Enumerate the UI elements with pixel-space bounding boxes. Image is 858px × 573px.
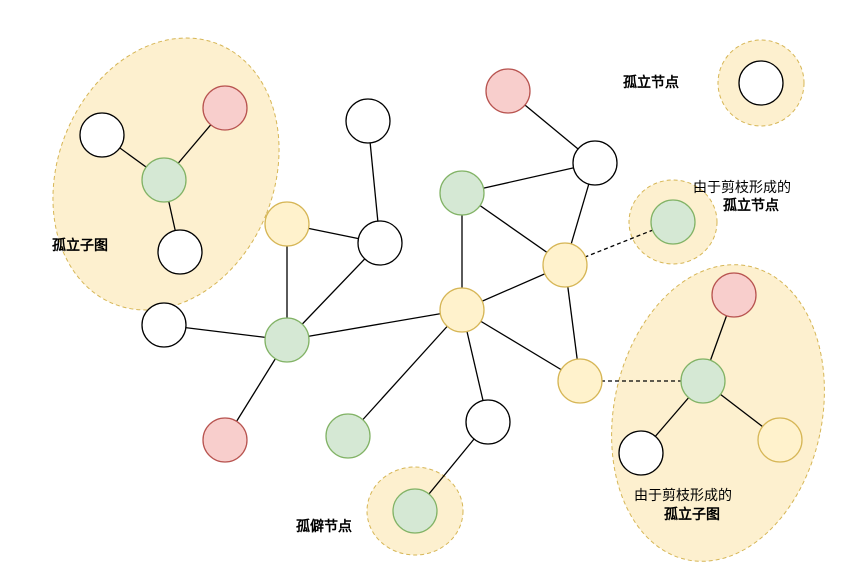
node-white-n8 — [141, 302, 187, 348]
node-green-n3 — [141, 157, 187, 203]
node-white-n12 — [572, 140, 618, 186]
node-green-n16 — [325, 413, 371, 459]
label-isolated-node: 孤立节点 — [623, 74, 679, 91]
label-pruned-node-line1: 由于剪枝形成的 — [693, 180, 791, 196]
node-red-n1 — [202, 85, 248, 131]
node-yellow-n6 — [264, 201, 310, 247]
edge-n14-n19 — [564, 221, 674, 266]
node-white-n17 — [465, 399, 511, 445]
node-green-n19 — [650, 199, 696, 245]
region-pruned-subgraph — [611, 264, 825, 562]
node-white-n7 — [357, 220, 403, 266]
node-white-n25 — [618, 430, 664, 476]
label-isolated-subgraph: 孤立子图 — [52, 237, 108, 254]
label-pruned-node-line2: 孤立节点 — [723, 197, 779, 214]
node-white-n5 — [345, 98, 391, 144]
node-white-n2 — [79, 112, 125, 158]
node-red-n23 — [711, 272, 757, 318]
node-yellow-n15 — [439, 287, 485, 333]
node-green-n22 — [680, 358, 726, 404]
node-white-n21 — [738, 60, 784, 106]
label-pruned-subgraph-line1: 由于剪枝形成的 — [634, 488, 732, 504]
edge-n12-n13 — [461, 162, 596, 194]
node-yellow-n14 — [542, 242, 588, 288]
edge-n15-n18 — [461, 309, 581, 382]
edge-n15-n16 — [347, 309, 463, 437]
node-white-n4 — [157, 229, 203, 275]
node-green-n13 — [439, 170, 485, 216]
node-yellow-n26 — [757, 417, 803, 463]
label-pruned-subgraph-line2: 孤立子图 — [664, 506, 720, 523]
node-green-n9 — [264, 317, 310, 363]
node-red-n11 — [485, 68, 531, 114]
node-red-n10 — [202, 417, 248, 463]
edge-n9-n15 — [286, 309, 463, 341]
labels: 孤立子图 孤立节点 由于剪枝形成的 孤立节点 由于剪枝形成的 孤立子图 孤僻节点 — [52, 74, 791, 535]
node-yellow-n18 — [557, 358, 603, 404]
label-remote-node: 孤僻节点 — [296, 518, 352, 535]
nodes — [79, 60, 803, 534]
node-green-n20 — [392, 488, 438, 534]
